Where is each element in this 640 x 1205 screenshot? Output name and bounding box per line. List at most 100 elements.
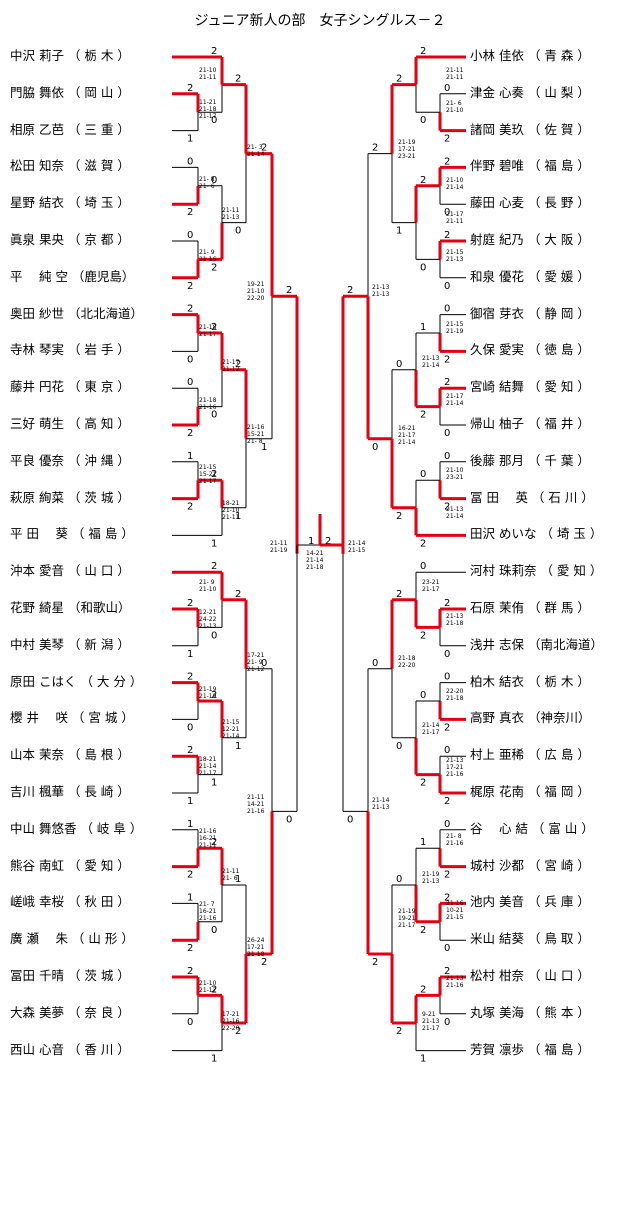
left-player-24: 嵯峨 幸桜 （ 秋 田 ） (10, 894, 130, 910)
score-l_r3_b: 15-21 (247, 431, 265, 438)
score-r_r1_d: 21-19 (446, 328, 464, 335)
game-count: 2 (444, 502, 450, 513)
score-r_r1_h: 21-13 (446, 613, 464, 620)
left-player-27: 大森 美夢 （ 奈 良 ） (10, 1004, 130, 1020)
score-l_r1_h: 21- 9 (199, 579, 215, 586)
game-count: 2 (420, 410, 426, 421)
left-player-6: 眞泉 果央 （ 京 都 ） (10, 232, 130, 247)
left-player-11: 三好 萌生 （ 高 知 ） (10, 416, 130, 431)
score-l_r3_c: 17-21 (247, 652, 265, 659)
left-player-16: 花野 綺星 （和歌山） (10, 600, 131, 615)
score-l_r3_b: 21-16 (247, 424, 265, 431)
score-l_r2_b: 21-13 (222, 214, 240, 221)
game-count: 2 (444, 354, 450, 365)
score-r_r1_b: 21-14 (446, 184, 464, 191)
right-player-3: 諸岡 美玖 （ 佐 賀 ） (470, 121, 590, 137)
score-r_r1_j: 21-16 (446, 771, 464, 778)
score-l_r1_c: 21- 8 (199, 176, 215, 183)
game-count: 2 (420, 630, 426, 641)
score-r_r2_a: 21-11 (446, 74, 464, 81)
game-count: 2 (444, 156, 450, 167)
score-l_r1_g: 15-21 (199, 471, 217, 478)
game-count: 0 (187, 377, 193, 388)
game-count: 2 (211, 984, 217, 995)
game-count: 2 (444, 892, 450, 903)
right-player-23: 城村 沙都 （ 宮 崎 ） (470, 857, 590, 873)
score-r_r3_b: 21-17 (398, 432, 416, 439)
score-l_r1_h: 21-10 (199, 586, 217, 593)
score-r_r2_e: 21-14 (422, 722, 440, 729)
right-player-7: 和泉 優花 （ 愛 媛 ） (470, 268, 590, 284)
game-count: 1 (187, 134, 193, 145)
score-final: 14-21 (306, 550, 324, 557)
score-l_r2_c: 21-17 (222, 359, 240, 366)
game-count: 2 (211, 262, 217, 273)
score-l_r1_l: 21-11 (199, 842, 217, 849)
score-r_r2_d: 21-13 (446, 506, 464, 513)
left-player-14: 平 田 葵 （ 福 島 ） (10, 526, 134, 542)
game-count: 0 (444, 281, 450, 292)
left-player-18: 原田 こはく （ 大 分 ） (10, 673, 143, 689)
game-count: 2 (187, 428, 193, 439)
score-r_sf_b: 21-13 (372, 804, 390, 811)
score-l_r3_c: 21- 9 (247, 659, 263, 666)
score-l_r1_k: 18-21 (199, 756, 217, 763)
game-count: 2 (396, 511, 402, 522)
game-count: 0 (372, 442, 378, 453)
game-count: 2 (420, 778, 426, 789)
left-player-20: 山本 茉奈 （ 島 根 ） (10, 747, 130, 763)
score-l_sf_a: 21-11 (247, 794, 265, 801)
game-count: 1 (261, 442, 267, 453)
score-l_r2_d: 21-11 (222, 514, 240, 521)
game-count: 0 (187, 156, 193, 167)
right-player-27: 丸塚 美海 （ 熊 本 ） (470, 1004, 590, 1020)
score-l_r1_b: 21-18 (199, 106, 217, 113)
score-l_r2_d: 21-10 (222, 507, 240, 514)
score-l_r1_e: 21-17 (199, 331, 217, 338)
score-r_r2_g: 21-17 (422, 1025, 440, 1032)
game-count: 2 (187, 745, 193, 756)
score-l_r1_n: 21-12 (199, 987, 217, 994)
game-count: 2 (235, 1026, 241, 1037)
score-r_f: 21-15 (348, 547, 366, 554)
game-count: 2 (420, 984, 426, 995)
score-r_r1_l: 10-21 (446, 907, 464, 914)
score-l_r2_f: 21- 6 (222, 875, 238, 882)
score-l_r1_a: 21-10 (199, 67, 217, 74)
game-count: 2 (235, 359, 241, 370)
game-count: 0 (286, 814, 292, 825)
game-count: 2 (420, 175, 426, 186)
game-count: 0 (261, 658, 267, 669)
game-count: 0 (420, 561, 426, 572)
game-count: 0 (347, 814, 353, 825)
left-player-26: 冨田 千晴 （ 茨 城 ） (10, 968, 130, 983)
score-r_r3_c: 22-20 (398, 662, 416, 669)
game-count: 2 (444, 796, 450, 807)
score-l_r1_e: 21-18 (199, 324, 217, 331)
game-count: 0 (396, 741, 402, 752)
score-r_r1_m: 21-16 (446, 982, 464, 989)
game-count: 2 (444, 722, 450, 733)
right-player-14: 田沢 めいな （ 埼 玉 ） (470, 526, 603, 542)
game-count: 2 (187, 598, 193, 609)
right-player-17: 浅井 志保 （南北海道） (470, 636, 603, 652)
game-count: 1 (420, 322, 426, 333)
score-l_sf_a: 14-21 (247, 801, 265, 808)
game-count: 2 (396, 589, 402, 600)
game-count: 1 (396, 226, 402, 237)
score-r_r2_g: 21-13 (422, 1018, 440, 1025)
right-player-26: 松村 柑奈 （ 山 口 ） (470, 968, 590, 983)
score-l_r1_b: 11-21 (199, 99, 217, 106)
right-player-24: 池内 美音 （ 兵 庫 ） (470, 894, 590, 910)
game-count: 2 (187, 281, 193, 292)
game-count: 1 (187, 649, 193, 660)
score-r_r1_g: 23-21 (422, 579, 440, 586)
score-r_r2_g: 9-21 (422, 1011, 436, 1018)
game-count: 0 (396, 359, 402, 370)
score-final: 21-14 (306, 557, 324, 564)
score-r_r1_d: 21-15 (446, 321, 464, 328)
game-count: 0 (235, 226, 241, 237)
score-l_r3_b: 21- 8 (247, 438, 263, 445)
game-count: 0 (396, 874, 402, 885)
score-l_r3_a: 21-10 (247, 288, 265, 295)
